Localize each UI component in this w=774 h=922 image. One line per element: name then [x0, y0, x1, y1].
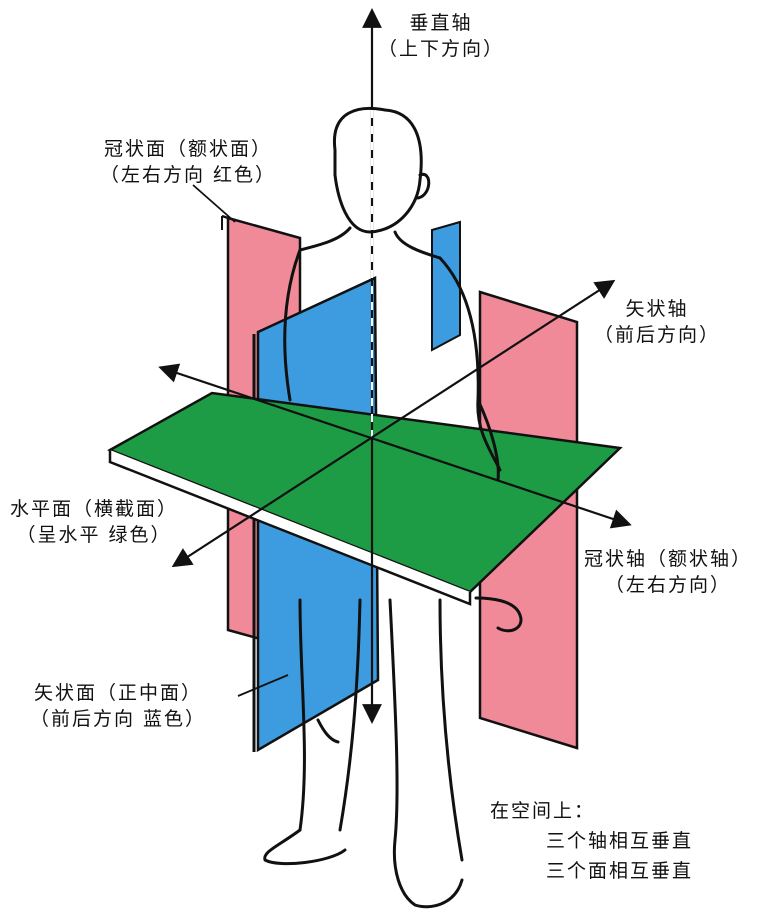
horizontal-plane-direction: （呈水平 绿色） [10, 522, 178, 548]
left-foot [265, 830, 345, 864]
knee-line [318, 720, 338, 742]
vertical-axis-direction: （上下方向） [378, 36, 504, 62]
vertical-axis-label: 垂直轴 （上下方向） [378, 10, 504, 62]
coronal-plane-label: 冠状面（额状面） （左右方向 红色） [100, 136, 276, 188]
planes-perpendicular-note: 三个面相互垂直 [490, 856, 693, 886]
spatial-note-title: 在空间上： [490, 796, 693, 826]
sagittal-axis-title: 矢状轴 [594, 296, 720, 322]
coronal-axis-direction: （左右方向） [584, 572, 752, 598]
sagittal-axis-label: 矢状轴 （前后方向） [594, 296, 720, 348]
coronal-plane-direction: （左右方向 红色） [100, 162, 276, 188]
horizontal-plane-title: 水平面（横截面） [10, 496, 178, 522]
sagittal-plane-label: 矢状面（正中面） （前后方向 蓝色） [30, 680, 206, 732]
right-foot [394, 840, 462, 907]
coronal-plane-title: 冠状面（额状面） [100, 136, 276, 162]
spatial-note: 在空间上： 三个轴相互垂直 三个面相互垂直 [490, 796, 693, 886]
sagittal-plane-back [432, 222, 460, 350]
right-leg-inner [390, 600, 397, 840]
coronal-axis-title: 冠状轴（额状轴） [584, 546, 752, 572]
vertical-axis-title: 垂直轴 [378, 10, 504, 36]
head-outline [334, 108, 421, 232]
sagittal-axis-direction: （前后方向） [594, 322, 720, 348]
axes-perpendicular-note: 三个轴相互垂直 [490, 826, 693, 856]
sagittal-plane-title: 矢状面（正中面） [30, 680, 206, 706]
coronal-plane-leader [193, 185, 235, 222]
right-leg [440, 600, 462, 860]
sagittal-plane-direction: （前后方向 蓝色） [30, 706, 206, 732]
horizontal-plane-label: 水平面（横截面） （呈水平 绿色） [10, 496, 178, 548]
coronal-axis-label: 冠状轴（额状轴） （左右方向） [584, 546, 752, 598]
